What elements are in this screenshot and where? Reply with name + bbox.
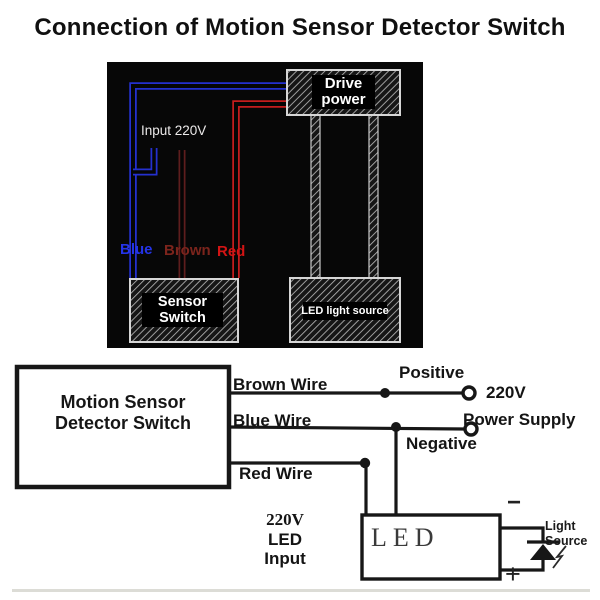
page-edge-shadow — [12, 589, 590, 592]
blue-wire-line — [228, 425, 466, 431]
input-220v-label: Input 220V — [141, 123, 207, 138]
blue-wire-color-label: Blue — [120, 241, 153, 258]
drive-power-label: Drive power — [312, 75, 375, 109]
page-title: Connection of Motion Sensor Detector Swi… — [34, 14, 566, 41]
photo-panel: Input 220V Drive power Sensor Switch LED… — [107, 62, 423, 348]
drive-cable-left — [310, 114, 321, 280]
led-input-line3: Input — [264, 549, 306, 568]
negative-terminal — [463, 421, 479, 437]
motion-sensor-line1: Motion Sensor — [60, 392, 186, 412]
plus-polarity-label: + — [505, 559, 521, 589]
light-source-line2: Source — [545, 533, 588, 548]
supply-voltage-label: 220V — [486, 383, 526, 402]
red-wire-trace-core — [234, 102, 288, 278]
led-box — [360, 513, 502, 581]
light-source-top-wire — [500, 526, 545, 542]
led-input-line2: LED — [268, 529, 302, 549]
blue-wire-trace-core — [131, 84, 288, 279]
blue-wire-label: Blue Wire — [233, 411, 312, 430]
motion-sensor-box — [14, 364, 232, 490]
light-source-line1: Light — [545, 519, 576, 533]
motion-sensor-box-label: Motion Sensor Detector Switch — [17, 392, 229, 434]
positive-terminal — [461, 385, 477, 401]
power-supply-label: Power Supply — [463, 410, 576, 429]
led-input-voltage: 220V — [266, 510, 304, 529]
drive-cable-right — [368, 114, 379, 280]
brown-wire-label: Brown Wire — [233, 375, 328, 394]
blue-wire-stub-core — [133, 148, 156, 174]
positive-label: Positive — [399, 363, 465, 382]
led-input-label: 220V LED Input — [250, 510, 320, 569]
red-wire-color-label: Red — [217, 243, 246, 260]
negative-label: Negative — [406, 434, 477, 453]
light-source-label: Light Source — [545, 519, 587, 548]
brown-wire-color-label: Brown — [164, 242, 211, 259]
schematic-graphic — [14, 364, 567, 581]
diode-triangle — [530, 544, 556, 560]
led-box-label: LED — [371, 523, 440, 552]
red-wire-label: Red Wire — [239, 464, 313, 483]
motion-sensor-line2: Detector Switch — [54, 413, 192, 433]
brown-wire-junction-dot — [380, 388, 390, 398]
light-flash-icon — [552, 545, 567, 569]
minus-polarity-label: − — [507, 489, 522, 516]
led-light-source-label: LED light source — [301, 302, 389, 320]
light-source-bottom-wire — [500, 560, 545, 572]
sensor-switch-label: Sensor Switch — [142, 293, 223, 327]
